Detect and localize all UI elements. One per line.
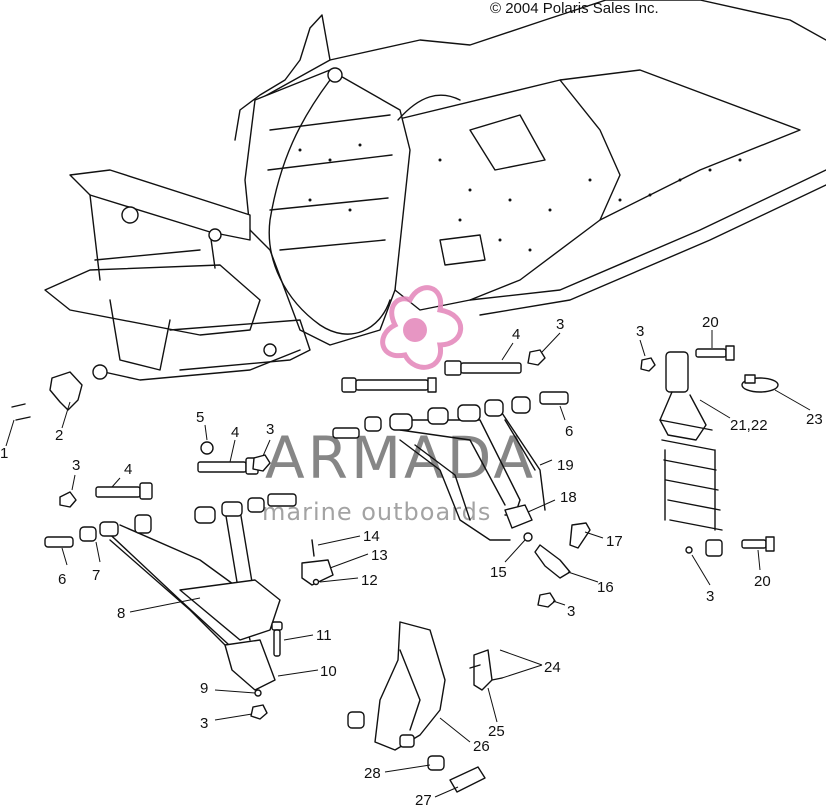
lower-a-arm-bushings: [44, 493, 297, 548]
callout-6: 6: [565, 423, 573, 440]
nut-3-bottom-left: [250, 704, 268, 720]
callout-3: 3: [556, 316, 564, 333]
bushing-28: [427, 755, 445, 771]
spindle-cover-26: [374, 621, 446, 751]
bracket-25: [473, 649, 493, 691]
bolt-4-frame: [341, 377, 437, 393]
callout-5: 5: [196, 409, 204, 426]
copyright-notice: © 2004 Polaris Sales Inc.: [490, 0, 659, 17]
callout-13: 13: [371, 547, 388, 564]
nut-12: [312, 578, 320, 586]
callout-4: 4: [124, 461, 132, 478]
callout-labels: 1 2 3 3 3 3 3 3 3 4 4 4 5 6 6 7 8 9 10 1…: [0, 314, 823, 809]
callout-23: 23: [806, 411, 823, 428]
callout-11: 11: [316, 627, 332, 644]
washer-15: [523, 532, 533, 542]
callout-4: 4: [512, 326, 520, 343]
callout-28: 28: [364, 765, 381, 782]
washer-5: [200, 441, 214, 455]
lower-a-arm: [99, 509, 281, 691]
callout-15: 15: [490, 564, 507, 581]
nut-3-upper: [527, 349, 546, 366]
nut-3-left: [59, 491, 77, 508]
upper-a-arm-bushings: [332, 391, 569, 439]
washer-9: [254, 689, 262, 697]
callout-19: 19: [557, 457, 574, 474]
callout-18: 18: [560, 489, 577, 506]
bolt-1: [11, 403, 31, 421]
callout-4: 4: [231, 424, 239, 441]
bolt-11: [271, 621, 283, 657]
callout-3: 3: [72, 457, 80, 474]
nut-3-lower-mid: [537, 592, 556, 608]
callout-3: 3: [266, 421, 274, 438]
upper-a-arm: [389, 409, 546, 529]
callout-20: 20: [754, 573, 771, 590]
watermark-logo: [380, 285, 464, 370]
callout-12: 12: [361, 572, 378, 589]
callout-24: 24: [544, 659, 561, 676]
panel-rivet-holes: [298, 143, 742, 252]
bolt-20-top: [695, 345, 735, 361]
leader-lines: [5, 330, 811, 798]
chassis-frame: [44, 0, 826, 381]
callout-21-22: 21,22: [730, 417, 768, 434]
callout-16: 16: [597, 579, 614, 596]
watermark-tagline: marine outboards: [262, 498, 491, 526]
callout-10: 10: [320, 663, 337, 680]
clamp-13: [301, 559, 334, 586]
callout-26: 26: [473, 738, 490, 755]
screw-14: [311, 539, 315, 557]
bolt-4-left: [95, 482, 153, 500]
bolt-4-center: [197, 457, 259, 475]
callout-2: 2: [55, 427, 63, 444]
nut-3-shock-bottom: [685, 546, 693, 554]
shock-absorber: [659, 351, 723, 557]
callout-14: 14: [363, 528, 380, 545]
callout-20: 20: [702, 314, 719, 331]
bolt-20-bottom: [741, 536, 775, 552]
clamp-23: [741, 374, 779, 393]
bracket-2: [49, 371, 83, 411]
callout-25: 25: [488, 723, 505, 740]
callout-3: 3: [200, 715, 208, 732]
screws-24: [469, 664, 503, 681]
callout-3: 3: [706, 588, 714, 605]
callout-6: 6: [58, 571, 66, 588]
upper-bolt-4: [444, 360, 522, 376]
callout-8: 8: [117, 605, 125, 622]
callout-17: 17: [606, 533, 623, 550]
watermark-brand: ARMADA: [265, 424, 536, 492]
tie-rod-end-16: [534, 544, 571, 579]
callout-1: 1: [0, 445, 8, 462]
callout-7: 7: [92, 567, 100, 584]
callout-9: 9: [200, 680, 208, 697]
bolt-17: [569, 522, 591, 549]
callout-3: 3: [567, 603, 575, 620]
callout-27: 27: [415, 792, 432, 807]
callout-3: 3: [636, 323, 644, 340]
nut-3-shock-top: [640, 357, 656, 372]
bushing-side: [347, 711, 365, 729]
spindle-18: [399, 439, 511, 541]
